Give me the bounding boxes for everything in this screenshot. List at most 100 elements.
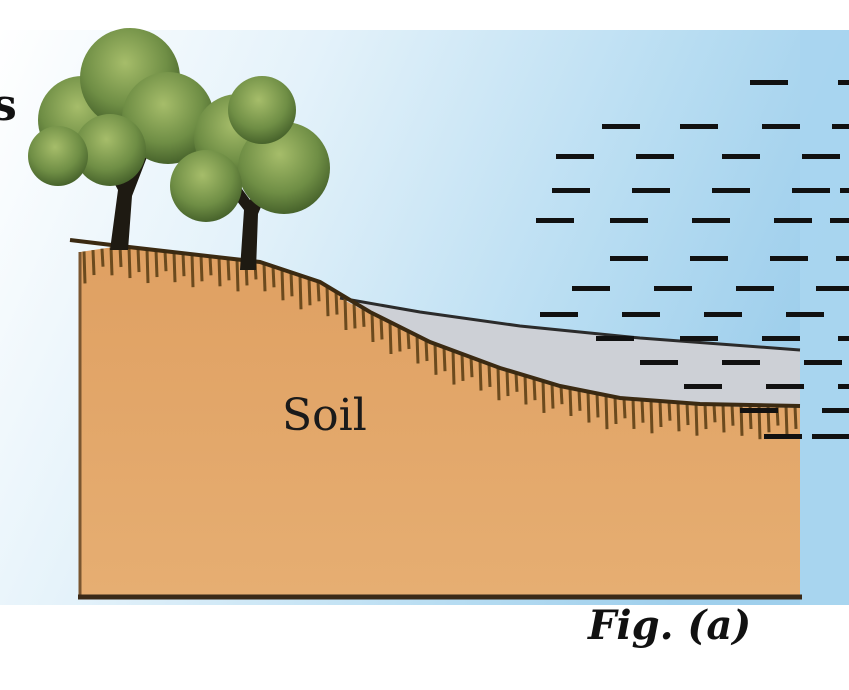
wind-dash	[816, 286, 849, 291]
root-line	[730, 404, 735, 426]
wind-dash	[636, 154, 674, 159]
root-line	[388, 321, 393, 355]
root-line	[694, 403, 699, 436]
root-line	[514, 372, 519, 392]
root-line	[361, 307, 366, 327]
root-line	[91, 249, 96, 276]
root-line	[235, 259, 240, 292]
wind-dash	[680, 336, 718, 341]
wind-dash	[770, 256, 808, 261]
wind-dash	[684, 384, 722, 389]
wind-dash	[632, 188, 670, 193]
tree-right	[170, 76, 330, 270]
silt-deposit	[339, 296, 801, 408]
root-line	[343, 296, 348, 331]
root-line	[604, 395, 609, 430]
root-line	[415, 335, 420, 364]
wind-dash	[610, 256, 648, 261]
wind-dash	[750, 80, 788, 85]
tree-left	[28, 28, 214, 250]
root-line	[226, 258, 231, 281]
root-line	[127, 246, 132, 279]
root-line	[199, 255, 204, 282]
wind-dash	[832, 124, 849, 129]
root-line	[784, 405, 789, 436]
wind-dash	[640, 360, 678, 365]
root-line	[496, 367, 501, 401]
root-line	[397, 326, 402, 352]
root-line	[370, 312, 375, 343]
root-line	[190, 254, 195, 288]
wind-dash	[552, 188, 590, 193]
root-line	[685, 402, 690, 426]
root-line	[163, 251, 168, 272]
root-line	[451, 350, 456, 385]
wind-dash	[610, 218, 648, 223]
root-line	[658, 400, 663, 428]
root-line	[109, 247, 114, 276]
root-line	[712, 404, 717, 423]
root-line	[271, 266, 276, 288]
root-line	[379, 317, 384, 340]
root-line	[676, 402, 681, 432]
root-line	[181, 253, 186, 277]
wind-dash	[536, 218, 574, 223]
root-line	[793, 405, 798, 429]
wind-dash	[556, 154, 594, 159]
root-line	[649, 400, 654, 434]
root-line	[586, 391, 591, 423]
wind-dash	[622, 312, 660, 317]
figure-caption: Fig. (a)	[588, 602, 752, 649]
root-line	[550, 383, 555, 409]
wind-dash	[722, 360, 760, 365]
root-line	[505, 370, 510, 397]
wind-dash	[762, 124, 800, 129]
wind-dash	[838, 384, 849, 389]
root-line	[433, 343, 438, 375]
root-line	[325, 286, 330, 317]
root-line	[217, 257, 222, 287]
root-line	[595, 393, 600, 418]
root-line	[424, 339, 429, 362]
wind-dash	[572, 286, 610, 291]
root-line	[442, 347, 447, 372]
root-line	[541, 380, 546, 413]
root-line	[289, 272, 294, 297]
wind-dash	[762, 336, 800, 341]
root-line	[307, 278, 312, 306]
wind-dash	[830, 218, 849, 223]
wind-dash	[836, 256, 849, 261]
root-line	[82, 251, 87, 284]
wind-dash	[822, 408, 849, 413]
wind-dash	[692, 218, 730, 223]
wind-dash	[804, 360, 842, 365]
soil-block	[78, 246, 802, 600]
wind-dash	[654, 286, 692, 291]
root-line	[631, 398, 636, 430]
wind-dash	[712, 188, 750, 193]
root-line	[352, 302, 357, 329]
root-line	[316, 281, 321, 302]
wind-dash	[690, 256, 728, 261]
cropped-side-label: s	[0, 80, 17, 131]
wind-dash	[740, 408, 778, 413]
wind-dash	[764, 434, 802, 439]
wind-dash	[540, 312, 578, 317]
root-line	[154, 250, 159, 278]
root-line	[334, 291, 339, 315]
wind-dash	[722, 154, 760, 159]
wind-dash	[680, 124, 718, 129]
root-line	[703, 404, 708, 430]
root-line	[136, 247, 141, 273]
root-line	[667, 401, 672, 421]
root-line	[406, 330, 411, 350]
wind-dash	[802, 154, 840, 159]
root-line	[577, 389, 582, 411]
wind-dash	[774, 218, 812, 223]
wind-dashes	[536, 80, 849, 439]
root-line	[568, 387, 573, 417]
root-line	[145, 249, 150, 284]
root-line	[460, 353, 465, 381]
